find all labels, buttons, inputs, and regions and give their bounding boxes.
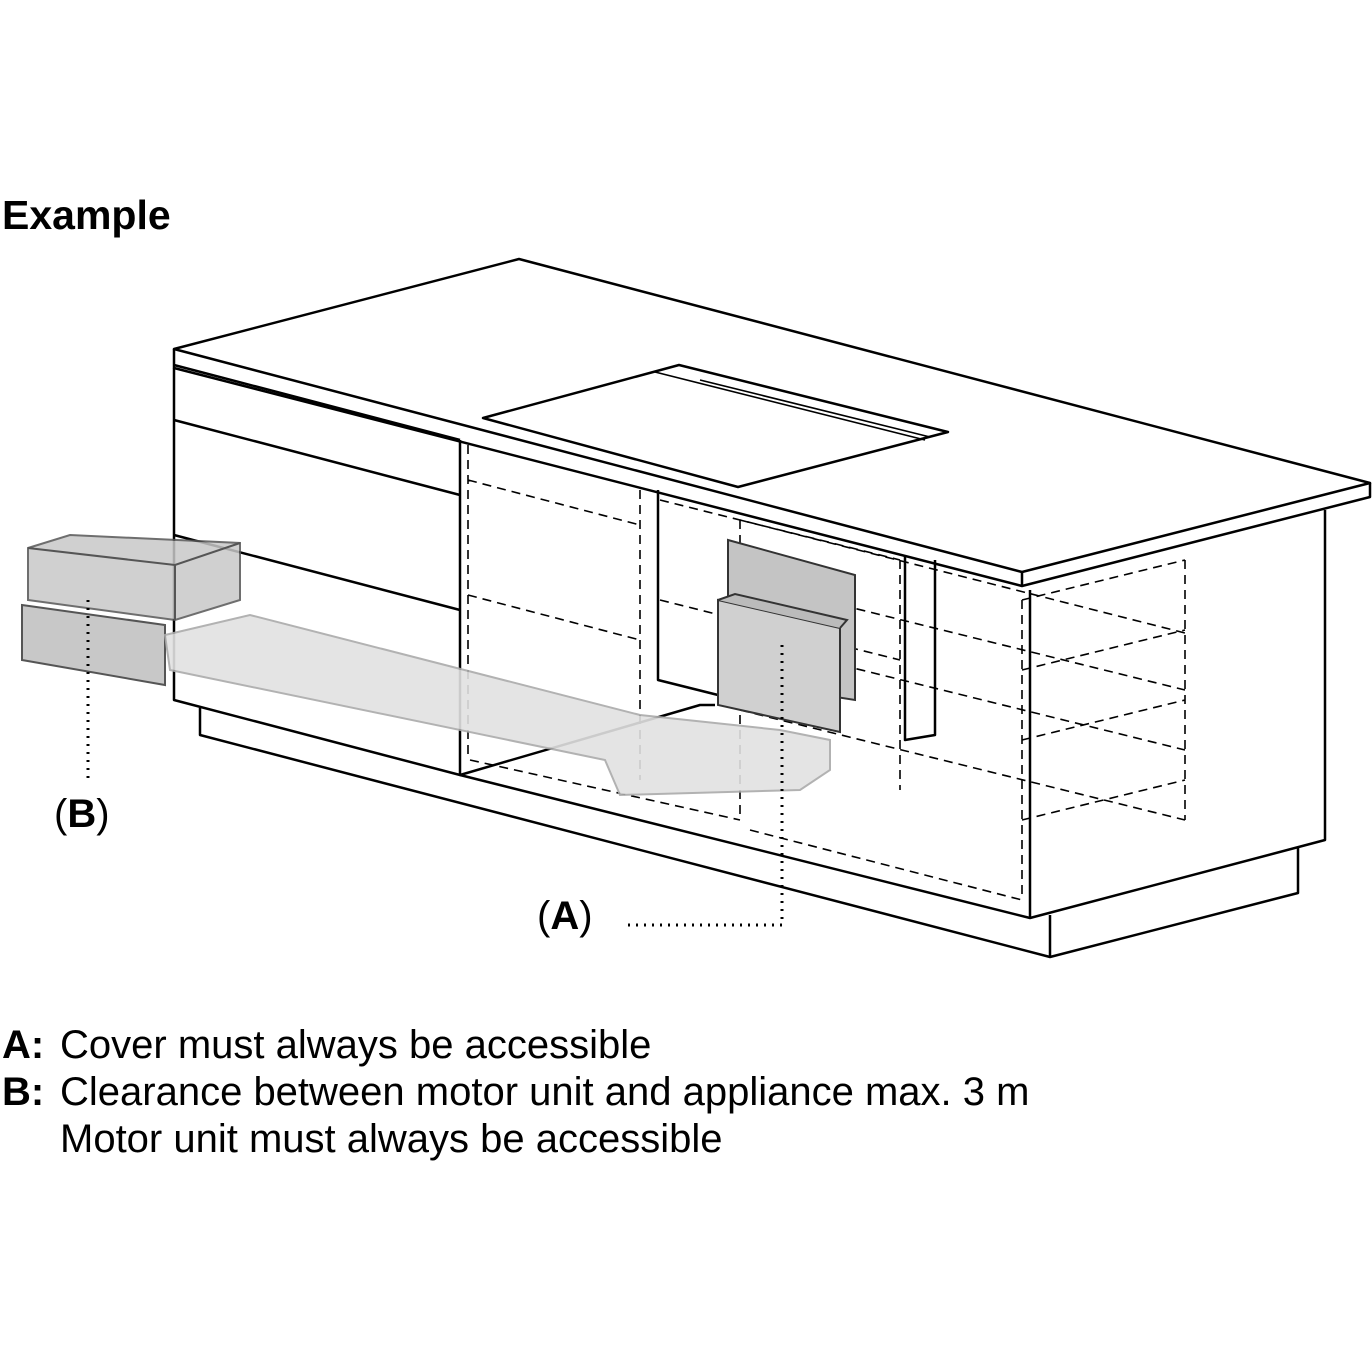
hob [481, 363, 950, 489]
paren: ( [537, 894, 551, 938]
leader-a [622, 645, 784, 927]
paren: ) [579, 894, 593, 938]
legend-key-spacer [2, 1116, 60, 1163]
legend: A: Cover must always be accessible B: Cl… [2, 1022, 1029, 1163]
air-duct [163, 613, 831, 797]
callout-letter: A [550, 894, 580, 938]
drawer-front [172, 368, 462, 777]
paren: ) [96, 792, 110, 836]
motor-unit [21, 533, 241, 687]
callout-a: (A) [537, 894, 593, 939]
legend-text: Motor unit must always be accessible [60, 1117, 723, 1161]
legend-item-b-continued: Motor unit must always be accessible [2, 1116, 1029, 1163]
callout-letter: B [67, 792, 97, 836]
cover-unit [717, 538, 856, 734]
legend-item-b: B: Clearance between motor unit and appl… [2, 1069, 1029, 1116]
diagram-title: Example [2, 192, 171, 238]
legend-item-a: A: Cover must always be accessible [2, 1022, 1029, 1069]
paren: ( [54, 792, 68, 836]
legend-text: Clearance between motor unit and applian… [60, 1070, 1030, 1114]
legend-text: Cover must always be accessible [60, 1023, 652, 1067]
legend-key: A: [2, 1023, 45, 1067]
legend-key: B: [2, 1070, 45, 1114]
callout-b: (B) [54, 792, 110, 837]
